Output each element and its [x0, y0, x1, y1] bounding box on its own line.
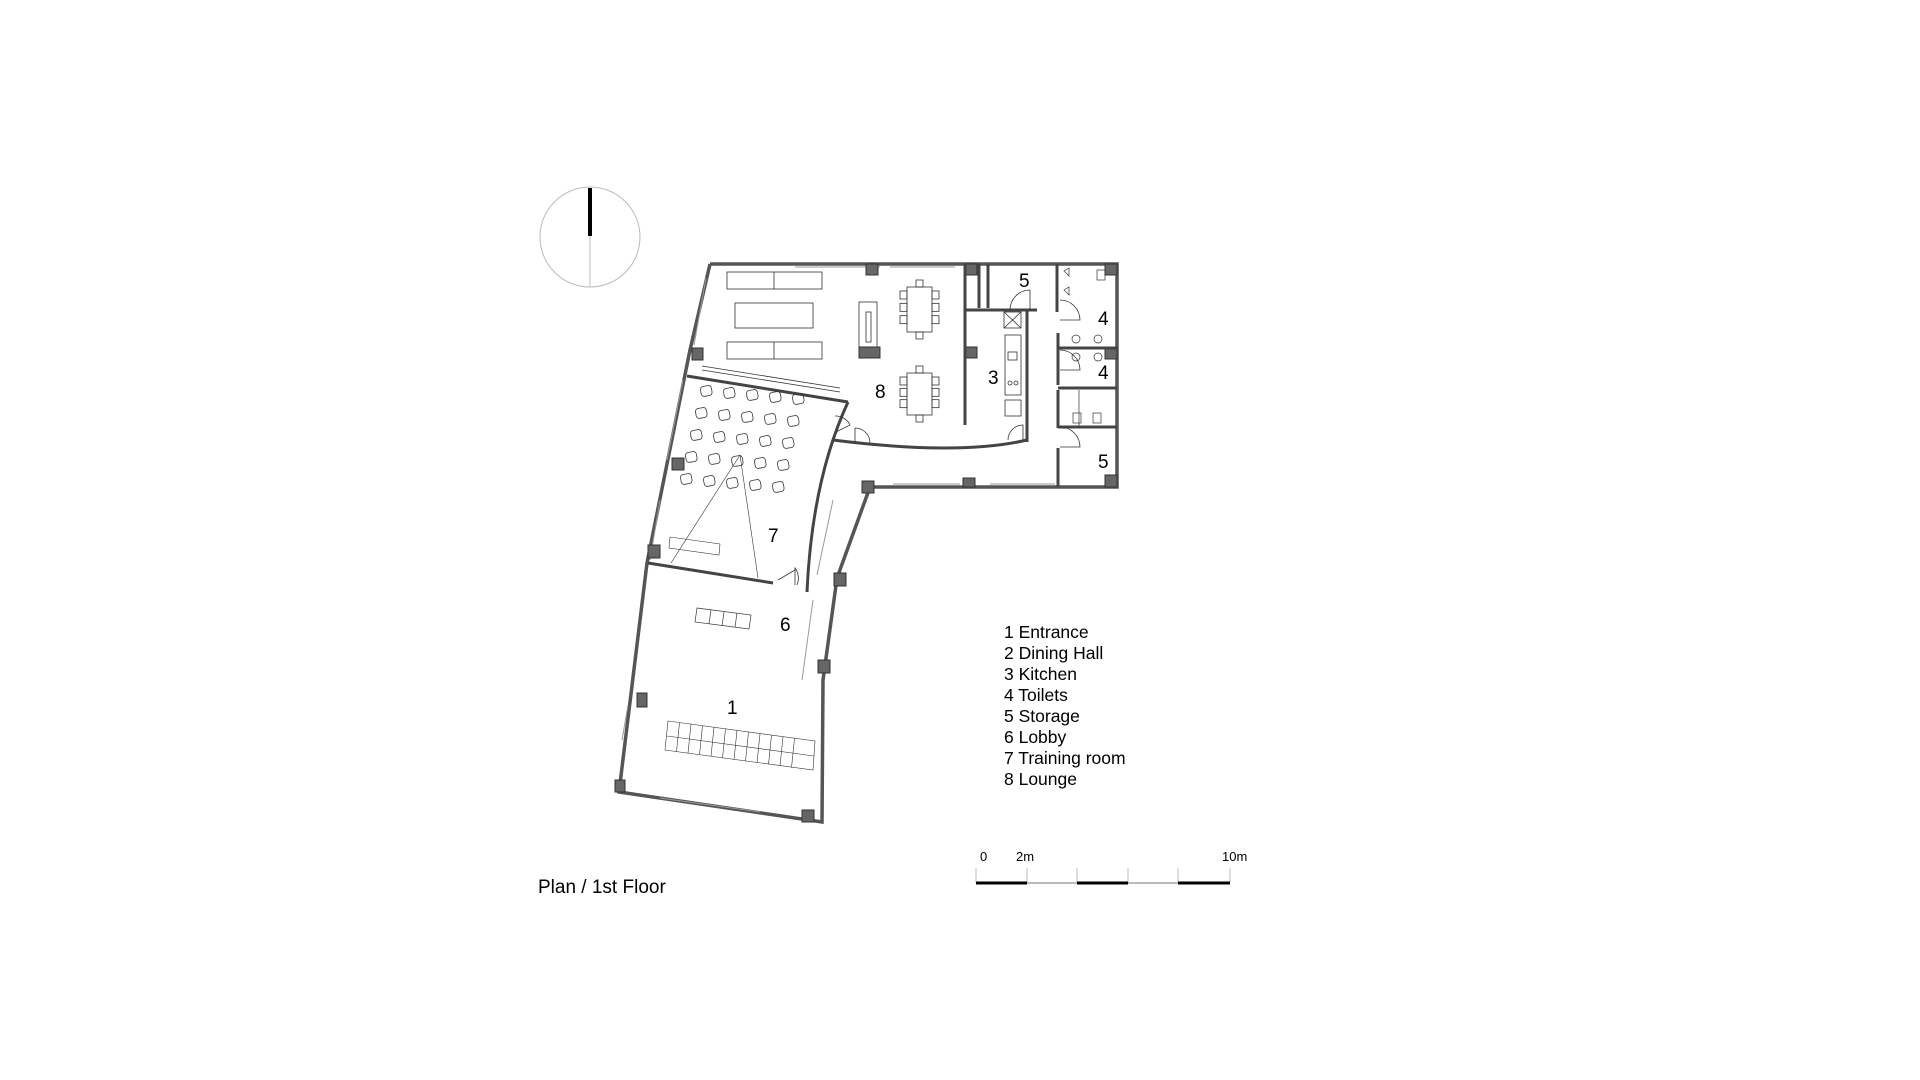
stair-tread — [687, 724, 692, 754]
interior-walls — [647, 264, 1117, 593]
seat-icon — [741, 411, 754, 423]
room-label-storage: 5 — [1098, 452, 1109, 473]
toilet-fixtures — [1063, 267, 1106, 427]
seat-icon — [759, 435, 772, 447]
room-label-lounge: 8 — [875, 382, 886, 403]
staircase — [664, 720, 816, 771]
seat-icon — [782, 437, 795, 449]
scale-label-start: 0 — [980, 849, 988, 864]
seat-icon — [703, 475, 716, 487]
room-label-toilets: 4 — [1098, 363, 1109, 384]
kitchen-counter — [1003, 311, 1022, 417]
training-room-fixtures — [668, 454, 759, 579]
legend-item: 4 Toilets — [1004, 685, 1068, 705]
seat-icon — [736, 433, 749, 445]
seat-icon — [723, 387, 736, 399]
structural-columns — [614, 263, 1118, 823]
seat-icon — [726, 477, 739, 489]
chair-icon — [899, 399, 908, 409]
chair-icon — [931, 302, 940, 312]
dining-table — [906, 372, 933, 416]
legend-item: 2 Dining Hall — [1004, 643, 1104, 663]
chair-icon — [931, 376, 940, 386]
stair-outline — [664, 720, 816, 771]
sofas — [701, 271, 878, 393]
lobby-bench — [694, 607, 752, 630]
seat-icon — [708, 453, 721, 465]
drawing-title: Plan / 1st Floor — [538, 877, 666, 898]
chair-icon — [899, 376, 908, 386]
chair-icon — [915, 331, 924, 340]
chair-icon — [931, 290, 940, 300]
stair-tread — [676, 722, 680, 752]
seat-icon — [685, 451, 698, 463]
seat-icon — [772, 481, 785, 493]
room-label-entrance: 1 — [727, 698, 738, 719]
stair-tread — [699, 725, 703, 755]
room-label-kitchen: 3 — [988, 368, 999, 389]
legend-item: 5 Storage — [1004, 706, 1080, 726]
room-label-toilets: 4 — [1098, 309, 1109, 330]
seat-icon — [718, 409, 731, 421]
seat-icon — [746, 389, 759, 401]
dining-table — [906, 286, 933, 333]
training-room-seats — [680, 385, 805, 493]
seat-icon — [754, 457, 767, 469]
scale-bar — [975, 868, 1231, 885]
room-legend: 1 Entrance 2 Dining Hall 3 Kitchen 4 Toi… — [1004, 622, 1126, 790]
seat-icon — [764, 413, 777, 425]
chair-icon — [899, 302, 908, 312]
scale-label-mid: 2m — [1016, 849, 1035, 864]
chair-icon — [915, 365, 924, 374]
chair-icon — [915, 414, 924, 423]
seat-icon — [769, 391, 782, 403]
legend-item: 6 Lobby — [1004, 727, 1067, 747]
seat-icon — [749, 479, 762, 491]
chair-icon — [931, 315, 940, 325]
chair-icon — [931, 387, 940, 397]
chair-icon — [899, 387, 908, 397]
seat-icon — [713, 431, 726, 443]
seat-icon — [680, 473, 693, 485]
seat-icon — [695, 407, 708, 419]
stair-arrow — [666, 735, 815, 757]
scale-label-end: 10m — [1222, 849, 1248, 864]
chair-icon — [899, 290, 908, 300]
seat-icon — [792, 393, 805, 405]
legend-item: 8 Lounge — [1004, 769, 1077, 789]
seat-icon — [777, 459, 790, 471]
chair-icon — [915, 279, 924, 288]
seat-icon — [690, 429, 703, 441]
exterior-walls — [617, 262, 1119, 825]
room-label-storage: 5 — [1019, 271, 1030, 292]
chair-icon — [931, 399, 940, 409]
dining-tables — [899, 279, 940, 423]
seat-icon — [731, 455, 744, 467]
legend-item: 7 Training room — [1004, 748, 1126, 768]
room-label-lobby: 6 — [780, 615, 791, 636]
doors — [777, 289, 1081, 586]
legend-item: 3 Kitchen — [1004, 664, 1077, 684]
seat-icon — [787, 415, 800, 427]
north-arrow-icon — [539, 186, 641, 288]
room-label-training-room: 7 — [768, 526, 779, 547]
seat-icon — [700, 385, 713, 397]
chair-icon — [899, 315, 908, 325]
legend-item: 1 Entrance — [1004, 622, 1089, 642]
